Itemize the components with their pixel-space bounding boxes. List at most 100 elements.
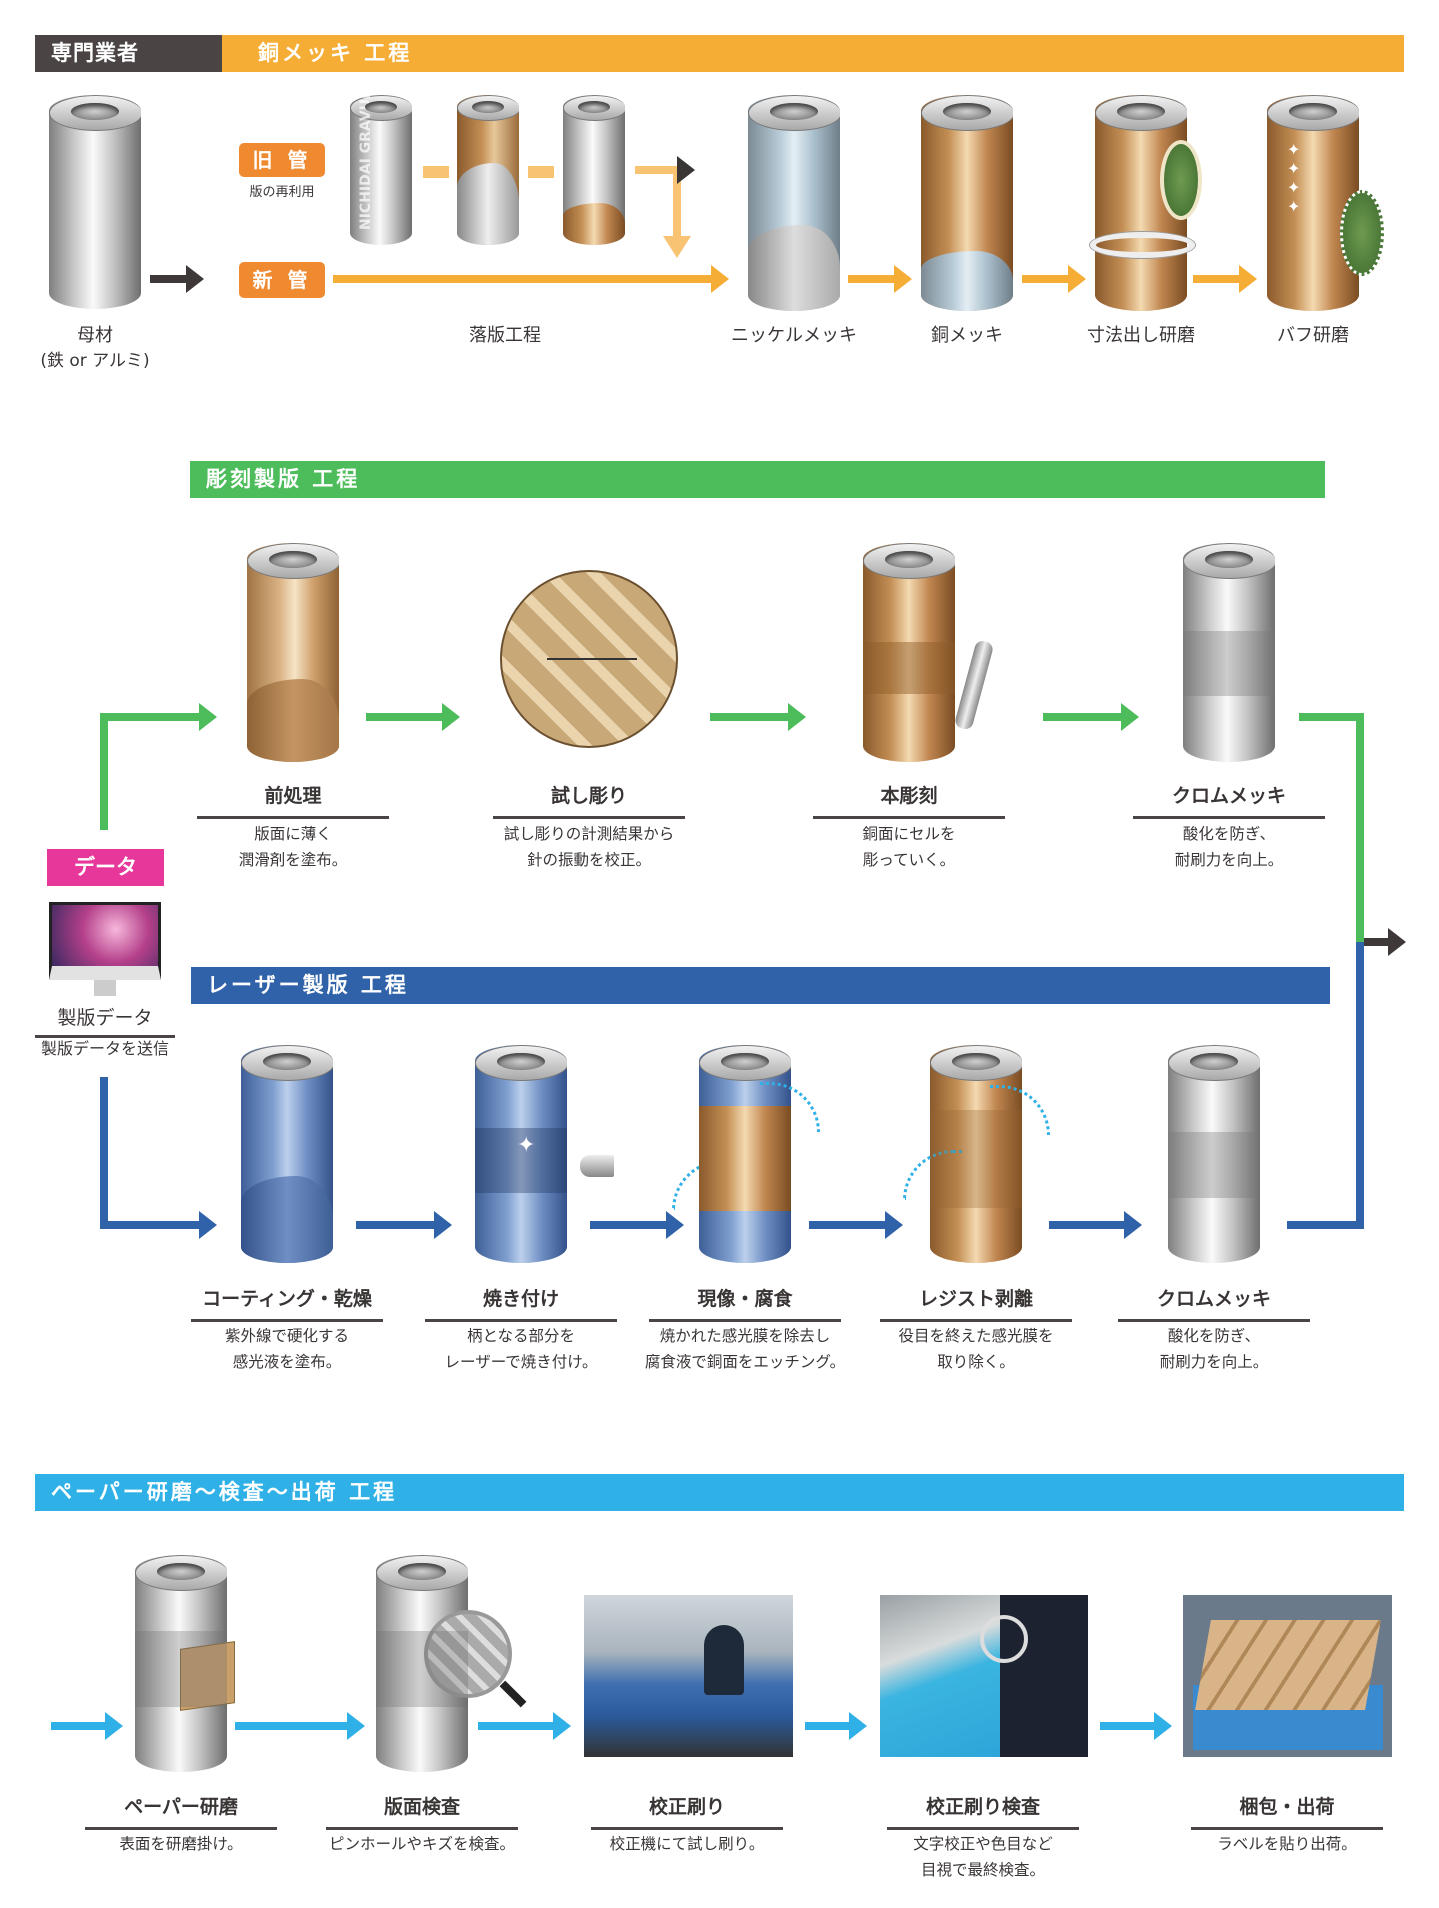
desc-line: 校正機にて試し刷り。	[609, 1835, 765, 1853]
buff-cylinder: ✦✦✦✦	[1267, 95, 1359, 311]
cylinder-text: NICHIDAI GRAVURE	[358, 95, 374, 230]
exposure-cylinder: ✦	[475, 1045, 567, 1263]
step-title: 校正刷り検査	[887, 1792, 1079, 1830]
desc-line: 版面に薄く	[254, 825, 332, 843]
step-title: ペーパー研磨	[85, 1792, 277, 1830]
desc-line: 針の振動を校正。	[526, 851, 652, 869]
arrow-icon	[1022, 265, 1086, 293]
arrow-icon	[590, 1211, 684, 1239]
coating-cylinder	[241, 1045, 333, 1263]
arrow-icon	[150, 265, 204, 293]
new-tube-badge: 新 管	[239, 262, 325, 298]
step-title: 梱包・出荷	[1191, 1792, 1383, 1830]
step-desc: 試し彫りの計測結果から針の振動を校正。	[504, 821, 675, 873]
chrome-cylinder	[1183, 543, 1275, 762]
step-title: 本彫刻	[813, 781, 1005, 819]
step-title: 焼き付け	[425, 1284, 617, 1322]
flow-line	[1287, 1221, 1364, 1229]
desc-line: 柄となる部分を	[466, 1327, 576, 1345]
desc-line: 役目を終えた感光膜を	[898, 1327, 1054, 1345]
grinder-wheel-icon	[1160, 140, 1202, 220]
magnifier-handle	[499, 1680, 527, 1708]
desc-line: 酸化を防ぎ、	[1182, 825, 1276, 843]
arrow-icon	[333, 265, 729, 293]
output-arrow-icon	[1364, 928, 1406, 956]
arrow-icon	[1049, 1211, 1142, 1239]
desc-line: 腐食液で銅面をエッチング。	[644, 1353, 846, 1371]
desc-line: 酸化を防ぎ、	[1167, 1327, 1261, 1345]
flow-line	[100, 1077, 108, 1229]
desc-line: 潤滑剤を塗布。	[238, 851, 348, 869]
arrow-icon	[710, 703, 806, 731]
arrow-icon	[1043, 703, 1139, 731]
sizing-cylinder	[1095, 95, 1187, 311]
step-label: 落版工程	[469, 325, 541, 346]
arrow-icon	[1193, 265, 1257, 293]
data-title: 製版データ	[35, 1003, 175, 1038]
step-desc: 紫外線で硬化する感光液を塗布。	[225, 1323, 349, 1375]
laser-header: レーザー製版 工程	[191, 967, 1330, 1004]
down-arrow-icon	[673, 156, 695, 238]
desc-line: 表面を研磨掛け。	[119, 1835, 243, 1853]
step-title: コーティング・乾燥	[191, 1284, 383, 1322]
step-desc: 酸化を防ぎ、耐刷力を向上。	[1160, 1323, 1269, 1375]
finish-header: ペーパー研磨～検査～出荷 工程	[35, 1474, 1404, 1511]
desc-line: 彫っていく。	[862, 851, 956, 869]
computer-stand	[94, 980, 116, 996]
desc-line: 感光液を塗布。	[232, 1353, 342, 1371]
data-badge: データ	[47, 849, 164, 886]
arrow-icon	[366, 703, 460, 731]
sparkle-icon: ✦✦✦✦	[1287, 140, 1301, 216]
desc-line: 耐刷力を向上。	[1174, 851, 1284, 869]
copper-plating-header: 銅メッキ 工程	[222, 35, 1404, 72]
step-title: クロムメッキ	[1118, 1284, 1310, 1322]
step-desc: 文字校正や色目など目視で最終検査。	[913, 1831, 1053, 1883]
step-label: 寸法出し研磨	[1087, 325, 1195, 346]
arrow-icon	[848, 265, 912, 293]
step-title: レジスト剥離	[880, 1284, 1072, 1322]
old-tube-sub: 版の再利用	[249, 185, 315, 200]
step-desc: 銅面にセルを彫っていく。	[862, 821, 955, 873]
resist-strip-cylinder	[930, 1045, 1022, 1263]
flow-line	[1356, 942, 1364, 1229]
desc-line: 試し彫りの計測結果から	[503, 825, 675, 843]
proof-inspection-photo	[880, 1595, 1088, 1757]
desc-line: 紫外線で硬化する	[224, 1327, 350, 1345]
desc-line: レーザーで焼き付け。	[444, 1353, 598, 1371]
base-sub: (鉄 or アルミ)	[40, 351, 150, 371]
magnifier-icon	[424, 1610, 512, 1698]
flow-line	[1299, 713, 1364, 721]
step-desc: 表面を研磨掛け。	[119, 1831, 242, 1857]
step-label: 銅メッキ	[931, 325, 1003, 346]
arrow-icon	[100, 703, 217, 731]
paper-polish-cylinder	[135, 1555, 227, 1772]
step-title: 校正刷り	[591, 1792, 783, 1830]
old-cylinder-silver: NICHIDAI GRAVURE	[350, 95, 412, 245]
step-title: 試し彫り	[493, 781, 685, 819]
desc-line: ラベルを貼り出荷。	[1217, 1835, 1357, 1853]
step-desc: ラベルを貼り出荷。	[1217, 1831, 1357, 1857]
dashed-connector	[528, 166, 554, 178]
arrow-icon	[235, 1712, 365, 1740]
chrome-cylinder	[1168, 1045, 1260, 1263]
step-desc: 校正機にて試し刷り。	[610, 1831, 765, 1857]
step-title: 現像・腐食	[649, 1284, 841, 1322]
stylus-icon	[953, 639, 995, 731]
step-desc: 焼かれた感光膜を除去し腐食液で銅面をエッチング。	[645, 1323, 845, 1375]
engraving-cylinder	[863, 543, 955, 762]
old-cylinder-copper	[457, 95, 519, 245]
arrow-icon	[100, 1211, 217, 1239]
step-desc: ピンホールやキズを検査。	[329, 1831, 515, 1857]
nickel-cylinder	[748, 95, 840, 311]
measuring-tape-icon	[1090, 232, 1195, 258]
down-arrow-head	[663, 236, 691, 258]
arrow-icon	[809, 1211, 903, 1239]
laser-head-icon	[580, 1155, 614, 1177]
engraving-header: 彫刻製版 工程	[190, 461, 1325, 498]
pretreatment-cylinder	[247, 543, 339, 762]
step-title: クロムメッキ	[1133, 781, 1325, 819]
step-desc: 役目を終えた感光膜を取り除く。	[898, 1323, 1053, 1375]
old-tube-badge: 旧 管	[239, 143, 325, 177]
arrow-icon	[356, 1211, 452, 1239]
return-line	[635, 166, 681, 174]
